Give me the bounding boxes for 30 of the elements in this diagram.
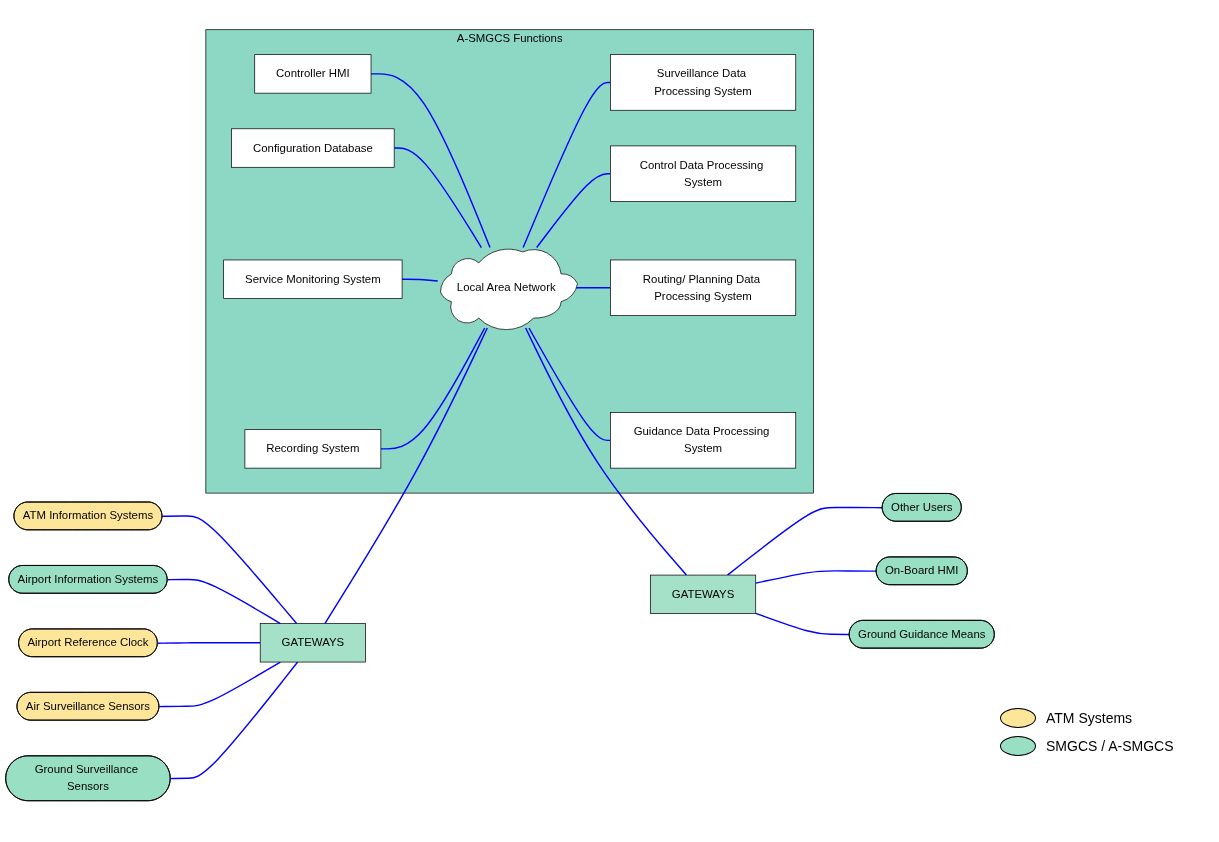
connector	[380, 327, 486, 450]
legend-label: SMGCS / A-SMGCS	[1046, 738, 1174, 754]
node-box: Surveillance Data Processing System	[610, 54, 797, 111]
connector	[393, 147, 483, 249]
node-box: GATEWAYS	[650, 574, 757, 614]
node-box: Configuration Database	[231, 128, 395, 168]
connector	[574, 286, 612, 289]
connector	[528, 327, 612, 441]
node-box: Guidance Data Processing System	[610, 411, 797, 469]
connector	[755, 569, 878, 584]
connector	[755, 612, 851, 636]
node-box: Routing/ Planning Data Processing System	[610, 259, 797, 316]
node-box: Service Monitoring System	[223, 259, 403, 299]
node-box: GATEWAYS	[259, 623, 366, 663]
connector	[726, 506, 884, 576]
node-box: Controller HMI	[254, 54, 372, 94]
connector	[324, 327, 488, 625]
connector	[370, 72, 491, 249]
node-box: Control Data Processing System	[610, 145, 797, 202]
legend-label: ATM Systems	[1046, 710, 1133, 726]
connector	[156, 641, 261, 644]
connector	[158, 661, 282, 708]
node-box: Recording System	[244, 429, 382, 469]
connector	[401, 278, 439, 282]
connector	[166, 578, 282, 625]
connector	[524, 327, 688, 576]
connector	[169, 661, 299, 780]
connector	[522, 81, 612, 249]
connector	[161, 515, 298, 625]
connector	[535, 172, 612, 249]
